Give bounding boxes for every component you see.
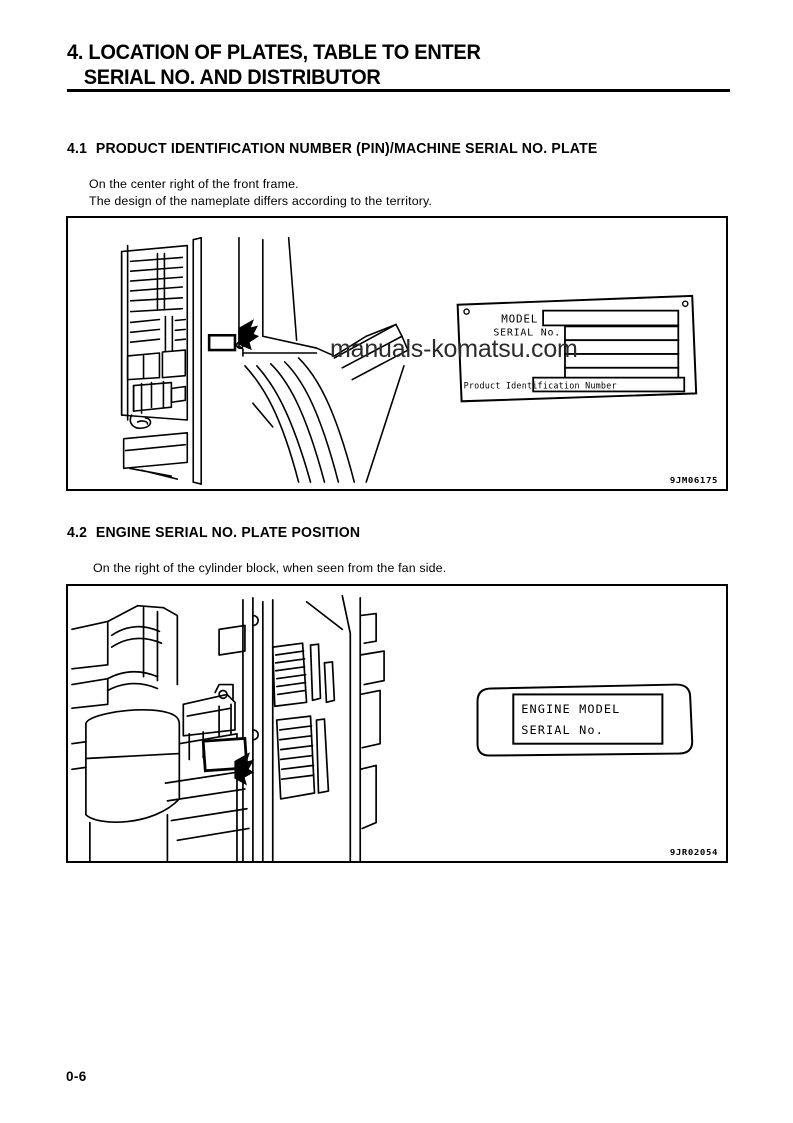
figure-1-line-art: MODEL SERIAL No. Product Identification … bbox=[120, 236, 698, 485]
chapter-heading: 4. LOCATION OF PLATES, TABLE TO ENTER SE… bbox=[67, 40, 737, 90]
section-4-1-body-line-1: On the center right of the front frame. bbox=[89, 177, 299, 191]
section-title-4-1: PRODUCT IDENTIFICATION NUMBER (PIN)/MACH… bbox=[95, 141, 598, 157]
page-number: 0-6 bbox=[66, 1069, 87, 1084]
figure-1-code: 9JM06175 bbox=[669, 476, 718, 486]
nameplate-model-label: MODEL bbox=[501, 313, 538, 326]
engine-pointer-arrow-icon bbox=[234, 752, 255, 786]
section-title-4-2: ENGINE SERIAL NO. PLATE POSITION bbox=[95, 525, 361, 541]
section-4-1-body: On the center right of the front frame. … bbox=[89, 176, 432, 210]
watermark: manuals-komatsu.com bbox=[330, 335, 578, 363]
machine-nameplate-illustration: MODEL SERIAL No. Product Identification … bbox=[456, 294, 698, 403]
plate-location-marker bbox=[207, 333, 237, 352]
figure-machine-serial-plate-location: MODEL SERIAL No. Product Identification … bbox=[66, 216, 728, 491]
section-4-2-body: On the right of the cylinder block, when… bbox=[93, 560, 446, 577]
chapter-title-line-1: 4. LOCATION OF PLATES, TABLE TO ENTER bbox=[67, 40, 481, 64]
section-heading-4-2: 4.2 ENGINE SERIAL NO. PLATE POSITION bbox=[67, 525, 360, 541]
engine-plate-serial-label: SERIAL No. bbox=[521, 723, 604, 737]
pointer-arrow-icon bbox=[238, 319, 260, 351]
figure-engine-serial-plate-location: ENGINE MODEL SERIAL No. 9JR02054 bbox=[66, 584, 728, 863]
chapter-title-line-2: SERIAL NO. AND DISTRIBUTOR bbox=[83, 65, 381, 89]
section-4-2-body-line-1: On the right of the cylinder block, when… bbox=[93, 561, 447, 575]
engine-nameplate-illustration: ENGINE MODEL SERIAL No. bbox=[476, 683, 694, 757]
section-number-4-2: 4.2 bbox=[67, 525, 88, 541]
section-4-1-body-line-2: The design of the nameplate differs acco… bbox=[89, 194, 433, 208]
heading-rule bbox=[67, 89, 730, 92]
engine-plate-model-label: ENGINE MODEL bbox=[521, 702, 620, 716]
section-number-4-1: 4.1 bbox=[67, 141, 88, 157]
nameplate-serial-label: SERIAL No. bbox=[493, 327, 561, 338]
nameplate-pin-label: Product Identification Number bbox=[464, 381, 617, 391]
figure-2-line-art: ENGINE MODEL SERIAL No. bbox=[71, 595, 694, 861]
section-heading-4-1: 4.1 PRODUCT IDENTIFICATION NUMBER (PIN)/M… bbox=[67, 141, 597, 157]
figure-2-code: 9JR02054 bbox=[669, 848, 718, 858]
